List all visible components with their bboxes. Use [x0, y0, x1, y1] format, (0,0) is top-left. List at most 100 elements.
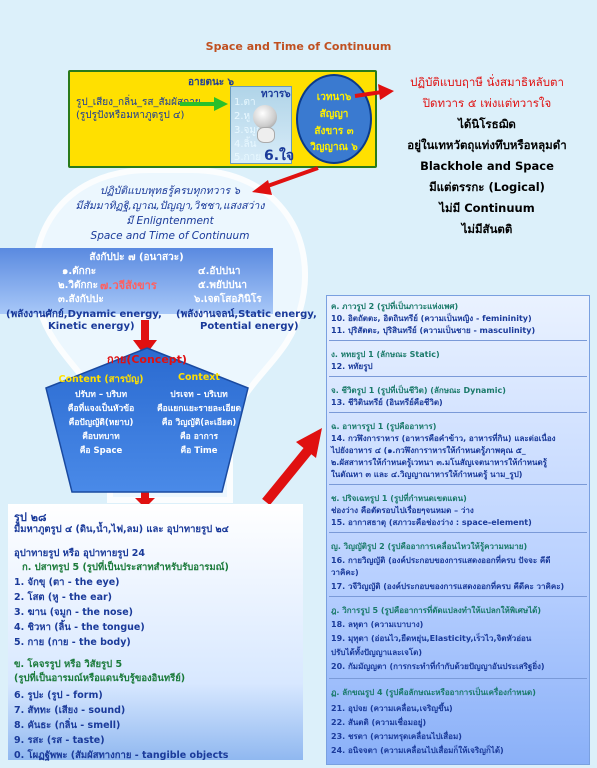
content-line: คือบทบาท	[82, 432, 120, 442]
group-head: ญ. วิญญัติรูป 2 (รูปคืออาการเคลื่อนไหวให…	[331, 542, 528, 551]
mental-oval: เวทนา๖ สัญญา สังขาร ๓ วิญญาณ ๖	[296, 74, 372, 164]
sankhara-center: ๗.วจีสังขาร	[100, 279, 157, 292]
sankhara-item: ๔.อัปปนา	[198, 266, 241, 277]
group-head: ฏ. ลักขณรูป 4 (รูปคือลักษณะหรืออาการเป็น…	[331, 688, 536, 697]
group-item: 15. อากาสธาตุ (สภาวะคือช่องว่าง : space-…	[331, 518, 532, 527]
energy-left: (พลังงานศักย์,Dynamic energy,	[6, 309, 162, 320]
group-head: ค. ภาวรูป 2 (รูปที่เป็นภาวะแห่งเพศ)	[331, 302, 459, 311]
senses-line: (รูปรูปังหรือมหาภูตรูป ๔)	[76, 110, 185, 121]
buddha-line: มีสัมมาทิฏฐิ,ญาณ,ปัญญา,วิชชา,แสงสว่าง	[75, 200, 265, 212]
group-item: 24. อนิจจตา (ความเคลื่อนไปเสื่อมก็ให้เจร…	[331, 746, 504, 755]
group-item: 11. ปุริสัตตะ, ปุริสินทรีย์ (ความเป็นชาย…	[331, 326, 536, 335]
sankhara-item: ๒.วิตักกะ	[58, 280, 98, 291]
rishi-line: ได้นิโรธฌิด	[458, 117, 516, 131]
door-item: 1.ตา	[234, 97, 256, 108]
gocara-item: 9. รสะ (รส - taste)	[14, 735, 105, 746]
oval-line: วิญญาณ ๖	[310, 142, 358, 153]
group-head: จ. ชีวิตรูป 1 (รูปที่เป็นชีวิต) (ลักษณะ …	[331, 386, 506, 395]
content-line: คือ Space	[79, 446, 123, 456]
group-item: ช่องว่าง คือตัดรอบไปเรื่อยๆจนหมด – ว่าง	[331, 506, 474, 515]
red-arrow-down-small	[135, 488, 155, 508]
figure-body-icon	[257, 127, 275, 143]
group-item: 16. กายวิญญัติ (องค์ประกอบของการแสดงออกท…	[331, 556, 551, 565]
group-divider	[329, 532, 587, 533]
doors-box: ทวาร๖ 1.ตา 2.หู 3.จมูก 4.ลิ้น 5.กาย 6.ใจ	[230, 86, 295, 164]
content-line: คือปัญญัติ(หยาบ)	[68, 418, 134, 428]
red-arrow-up-right	[262, 428, 322, 506]
figure-head-icon	[253, 105, 277, 129]
rishi-line: อยู่ในเทหวัตถุแท่งทึบหรือหลุมดำ	[407, 138, 567, 152]
sankhara-box: สังกัปปะ ๗ (อนาสวะ) ๑.ตักกะ ๒.วิตักกะ ๓.…	[0, 248, 273, 320]
rupa-title: รูป ๒๘	[14, 511, 47, 524]
group-divider	[329, 412, 587, 413]
oval-line: เวทนา๖	[316, 92, 352, 103]
rishi-practice-text: ปฏิบัติแบบฤาษี นั่งสมาธิหลับตา ปิดทวาร ๕…	[382, 72, 592, 240]
gocara-item: 8. คันธะ (กลิ่น - smell)	[14, 720, 121, 731]
context-list: ปรเจท – บริเบท คือแยกแยะรายละเอียด คือ ว…	[150, 388, 248, 458]
red-arrow-right	[354, 84, 394, 100]
pasada-item: 1. จักขุ (ตา - the eye)	[14, 577, 120, 588]
group-divider	[329, 376, 587, 377]
gocara-item: 0. โผฏฐัพพะ (สัมผัสทางกาย - tangible obj…	[14, 750, 229, 761]
gocara-item: 6. รูปะ (รูป - form)	[14, 690, 103, 701]
door-six: 6.ใจ	[264, 148, 295, 164]
rishi-line: ไม่มี Continuum	[439, 201, 535, 215]
group-item: 13. ชีวิตินทรีย์ (อินทรีย์คือชีวิต)	[331, 398, 443, 407]
group-item: ไปยังอาหาร ๔ (๑.กวฬิงการาหารให้กำหนดรู้ภ…	[331, 446, 526, 455]
group-head: ช. ปริจเฉทรูป 1 (รูปที่กำหนดเขตแดน)	[331, 494, 467, 503]
energy-right: Potential energy)	[200, 321, 299, 332]
group-head: ง. หทยรูป 1 (ลักษณะ Static)	[331, 350, 440, 359]
door-item: 5.กาย	[234, 152, 262, 163]
sankhara-item: ๑.ตักกะ	[62, 266, 97, 277]
rishi-line: มีแต่ตรรกะ (Logical)	[429, 180, 545, 194]
context-line: คือ Time	[180, 446, 218, 456]
pasada-item: 4. ชิวหา (ลิ้น - the tongue)	[14, 622, 145, 633]
door-item: 2.หู	[234, 111, 251, 122]
rishi-line: ไม่มีสันตติ	[461, 222, 513, 236]
doors-title: ทวาร๖	[261, 89, 291, 100]
pasada-title: ก. ปสาทรูป 5 (รูปที่เป็นประสาทสำหรับรับอ…	[22, 562, 229, 573]
pasada-item: 2. โสต (หู - the ear)	[14, 592, 113, 603]
context-line: คือ วิญญัติ(ละเอียด)	[161, 418, 237, 428]
rupa-groups-panel: ค. ภาวรูป 2 (รูปที่เป็นภาวะแห่งเพศ) 10. …	[326, 295, 590, 765]
group-item: ๒.ผัสสาหารให้กำหนดรู้เวทนา ๓.มโนสัญเจตนา…	[331, 458, 547, 467]
sankhara-item: ๕.พยัปปนา	[198, 280, 247, 291]
group-divider	[329, 340, 587, 341]
door-item: 3.จมูก	[234, 125, 263, 136]
group-item: 14. กวฬิงการาหาร (อาหารคือคำข้าว, อาหารท…	[331, 434, 556, 443]
rishi-line: ปิดทวาร ๕ เพ่งแต่ทวารใจ	[422, 96, 552, 110]
green-arrow	[180, 97, 228, 111]
buddha-line: ปฏิบัติแบบพุทธรู้ครบทุกทวาร ๖	[99, 185, 241, 197]
group-item: วาคิคะ)	[331, 568, 359, 577]
group-divider	[329, 596, 587, 597]
concept-pentagon	[45, 347, 249, 493]
senses-line: รูป_เสียง_กลิ่น_รส_สัมผัสกาย	[76, 97, 201, 108]
context-line: ปรเจท – บริเบท	[170, 390, 228, 400]
oval-line: สังขาร ๓	[314, 126, 354, 137]
rupa-subtitle: มีมหาภูตรูป ๔ (ดิน,น้ำ,ไฟ,ลม) และ อุปาทา…	[14, 524, 229, 535]
senses-box: อายตนะ ๖ รูป_เสียง_กลิ่น_รส_สัมผัสกาย (ร…	[68, 70, 377, 168]
concept-content: กาย(Concept) Content (สารบัญ) Context ปร…	[44, 346, 250, 496]
senses-text: รูป_เสียง_กลิ่น_รส_สัมผัสกาย (รูปรูปังหร…	[76, 96, 201, 122]
rupa-28-panel: รูป ๒๘ มีมหาภูตรูป ๔ (ดิน,น้ำ,ไฟ,ลม) และ…	[8, 504, 303, 761]
group-divider	[329, 484, 587, 485]
upadaya-title: อุปาทายรูป หรือ อุปาทายรูป 24	[14, 548, 145, 559]
group-divider	[329, 678, 587, 679]
group-item: 21. อุปจย (ความเคลื่อน,เจริญขึ้น)	[331, 704, 453, 713]
pasada-item: 5. กาย (กาย - the body)	[14, 637, 131, 648]
group-item: 23. ชรตา (ความทรุดเคลื่อนไปเสื่อม)	[331, 732, 462, 741]
ayatana-label: อายตนะ ๖	[188, 77, 235, 88]
gocara-item: 7. สัททะ (เสียง - sound)	[14, 705, 126, 716]
content-line: ปรับท – บริบท	[74, 390, 128, 400]
sankhara-item: ๖.เจตโสอภินิโรปนา	[194, 294, 262, 320]
group-item: 17. วจีวิญญัติ (องค์ประกอบของการแสดงออกท…	[331, 582, 565, 591]
gocara-subtitle: (รูปที่เป็นอารมณ์หรือแดนรับรู้ของอินทรีย…	[14, 673, 186, 684]
buddha-line: มี Enligntenment	[126, 215, 214, 227]
door-item: 4.ลิ้น	[234, 139, 257, 150]
gocara-title: ข. โคจรรูป หรือ วิสัยรูป 5	[14, 659, 123, 670]
red-arrow-down-left	[252, 166, 319, 195]
group-item: 20. กัมมัญญตา (การกระทำที่กำกับด้วยปัญญา…	[331, 662, 545, 671]
group-head: ฎ. วิการรูป 5 (รูปคืออาการที่ดัดแปลงทำให…	[331, 606, 541, 615]
oval-line: สัญญา	[319, 109, 349, 120]
